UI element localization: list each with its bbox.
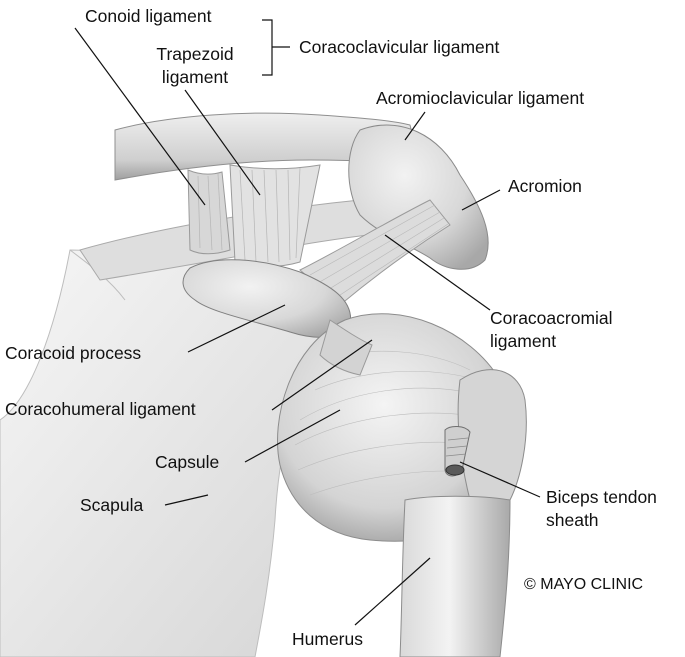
acromion-shape bbox=[348, 124, 489, 270]
trapezoid-ligament-shape bbox=[229, 164, 321, 267]
label-acromioclavicular-ligament: Acromioclavicular ligament bbox=[376, 88, 585, 108]
label-scapula: Scapula bbox=[80, 495, 144, 515]
capsule-leader-line bbox=[244, 409, 341, 463]
coracoacromial-leader-line bbox=[384, 234, 491, 311]
humerus-leader-line bbox=[354, 557, 431, 626]
conoid-leader-line bbox=[74, 27, 206, 206]
trapezoid-leader-line bbox=[184, 89, 261, 196]
label-conoid-ligament: Conoid ligament bbox=[85, 6, 212, 26]
biceps-leader-line bbox=[459, 461, 541, 498]
label-coracoclavicular-ligament: Coracoclavicular ligament bbox=[299, 37, 500, 57]
scapula-leader-line bbox=[164, 494, 209, 506]
coracohumeral-leader-line bbox=[271, 339, 373, 411]
label-biceps-tendon-sheath-line2: sheath bbox=[546, 510, 599, 530]
leader-lines bbox=[74, 19, 541, 626]
label-acromion: Acromion bbox=[508, 176, 582, 196]
label-coracoacromial-ligament-line1: Coracoacromial bbox=[490, 308, 613, 328]
copyright-notice: © MAYO CLINIC bbox=[524, 576, 644, 593]
label-humerus: Humerus bbox=[292, 629, 363, 649]
label-biceps-tendon-sheath-line1: Biceps tendon bbox=[546, 487, 657, 507]
acromioclavicular-leader-line bbox=[404, 111, 426, 141]
label-capsule: Capsule bbox=[155, 452, 220, 472]
coracoclavicular-bracket bbox=[262, 19, 290, 76]
label-coracoacromial-ligament-line2: ligament bbox=[490, 331, 557, 351]
label-coracoid-process: Coracoid process bbox=[5, 343, 142, 363]
label-trapezoid-ligament-line1: Trapezoid bbox=[156, 44, 234, 64]
label-coracohumeral-ligament: Coracohumeral ligament bbox=[5, 399, 196, 419]
humerus-shape bbox=[399, 495, 511, 657]
coracoid-process-leader-line bbox=[187, 304, 286, 353]
acromion-leader-line bbox=[461, 189, 501, 211]
coracoacromial-ligament-shape bbox=[299, 199, 451, 306]
conoid-ligament-shape bbox=[187, 169, 231, 255]
coracohumeral-ligament-shape bbox=[319, 319, 373, 376]
biceps-tendon-sheath-shape bbox=[444, 426, 471, 477]
label-trapezoid-ligament-line2: ligament bbox=[161, 67, 229, 87]
